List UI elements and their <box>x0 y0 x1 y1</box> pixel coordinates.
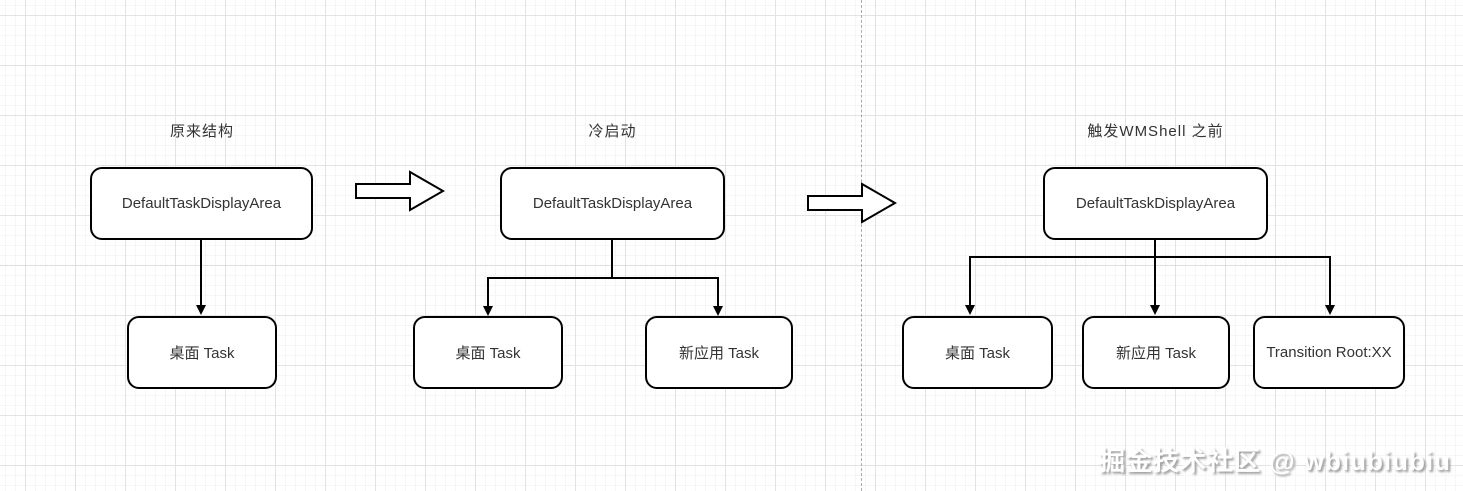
node-new-app-task: 新应用 Task <box>645 316 793 389</box>
arrowhead-down-icon <box>965 305 975 315</box>
connector-line <box>487 277 489 307</box>
page-break-vertical-line <box>861 0 862 491</box>
section-title-original: 原来结构 <box>169 123 234 140</box>
arrowhead-down-icon <box>196 305 206 315</box>
connector-line <box>200 240 202 305</box>
connector-line <box>487 277 719 279</box>
connector-line <box>717 277 719 307</box>
arrowhead-down-icon <box>1150 305 1160 315</box>
connector-line <box>969 256 971 306</box>
arrowhead-down-icon <box>713 306 723 316</box>
connector-line <box>1329 256 1331 306</box>
flow-arrow-icon <box>355 170 445 212</box>
watermark: 掘金技术社区 @ wbiubiubiu <box>1099 446 1451 476</box>
node-new-app-task: 新应用 Task <box>1082 316 1230 389</box>
page-break-horizontal-line <box>0 265 1463 266</box>
section-title-cold-start: 冷启动 <box>588 123 637 140</box>
node-desktop-task: 桌面 Task <box>413 316 563 389</box>
connector-line <box>611 240 613 278</box>
node-desktop-task: 桌面 Task <box>127 316 277 389</box>
connector-line <box>1154 240 1156 306</box>
node-desktop-task: 桌面 Task <box>902 316 1053 389</box>
arrowhead-down-icon <box>483 306 493 316</box>
arrowhead-down-icon <box>1325 305 1335 315</box>
node-transition-root: Transition Root:XX <box>1253 316 1405 389</box>
connector-line <box>969 256 1331 258</box>
section-title-before-wmshell: 触发WMShell 之前 <box>1087 123 1224 140</box>
node-default-task-display-area: DefaultTaskDisplayArea <box>90 167 313 240</box>
flow-arrow-icon <box>807 182 897 224</box>
node-default-task-display-area: DefaultTaskDisplayArea <box>500 167 725 240</box>
node-default-task-display-area: DefaultTaskDisplayArea <box>1043 167 1268 240</box>
